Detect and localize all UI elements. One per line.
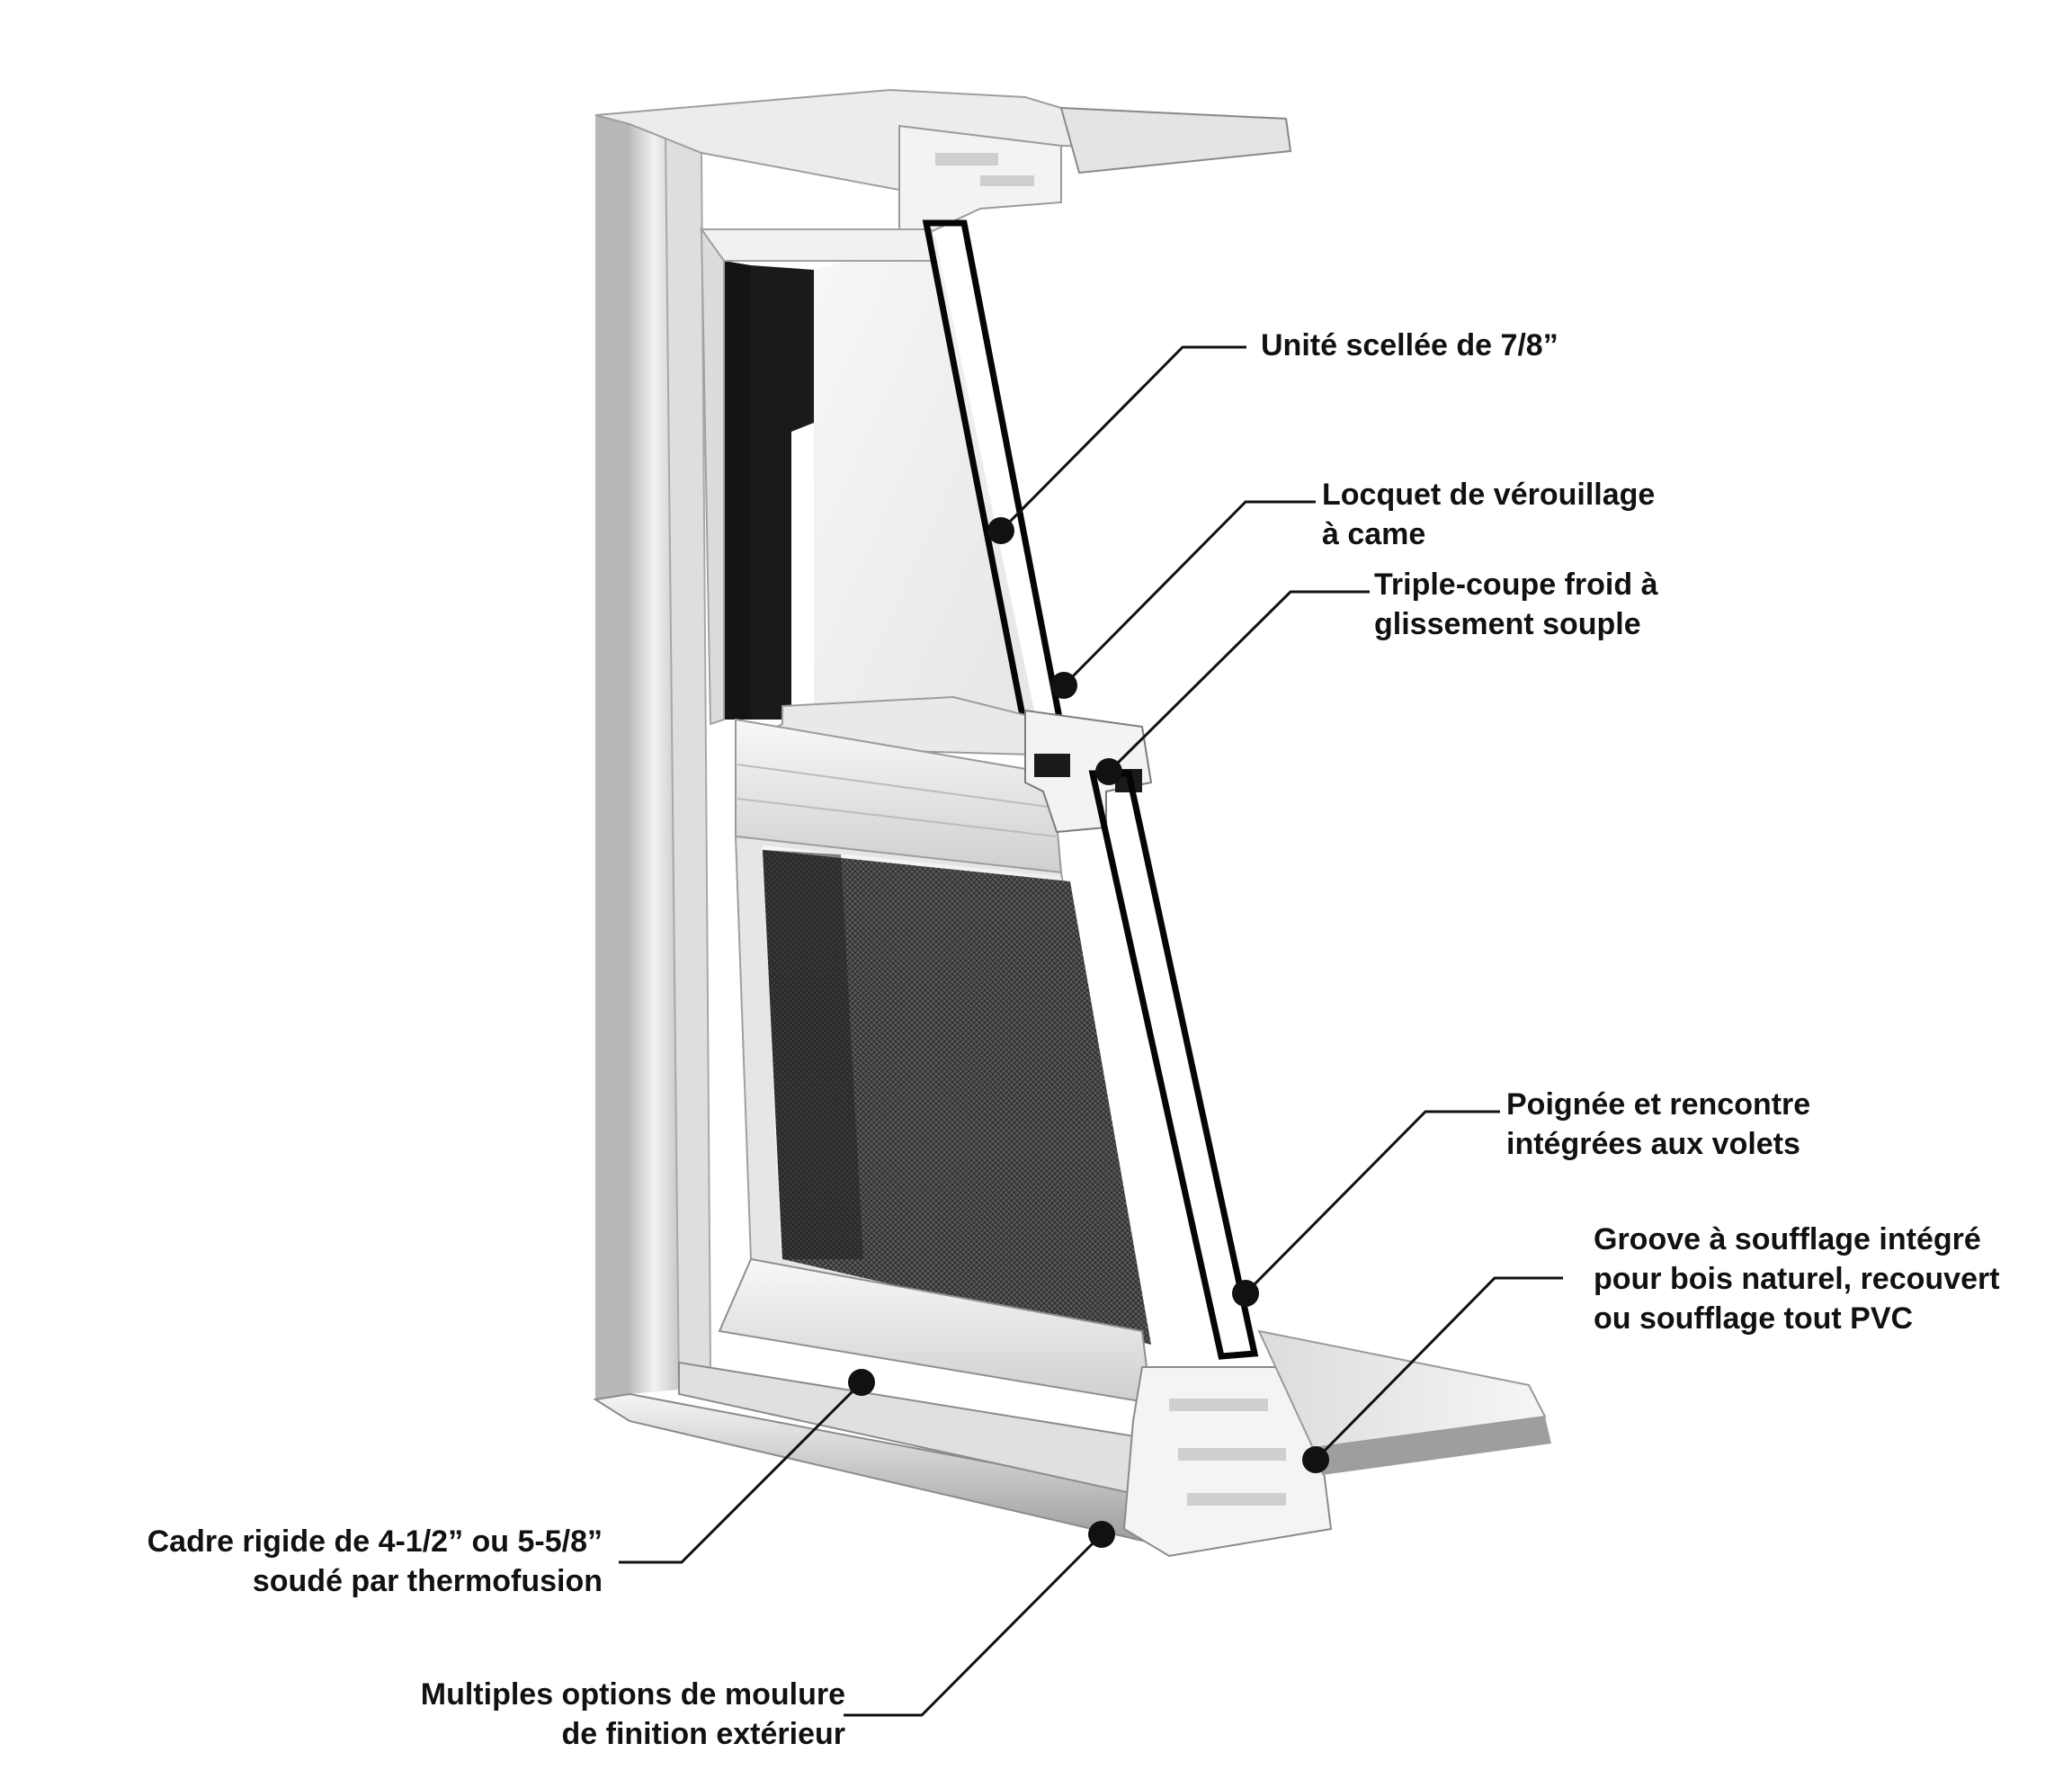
callout-dots — [848, 517, 1329, 1548]
leader-frame — [619, 1381, 863, 1564]
interior-stool-edge — [1313, 1417, 1551, 1475]
left-jamb — [595, 115, 630, 1399]
callout-frame-line2: soudé par thermofusion — [252, 1564, 603, 1598]
callout-cam-lock-line2: à came — [1322, 517, 1426, 551]
callout-cam-lock-line1: Locquet de vérouillage — [1322, 478, 1656, 512]
window-frame — [593, 88, 1551, 1558]
head-shelf — [1059, 106, 1292, 174]
leader-molding — [844, 1533, 1103, 1717]
leader-groove — [1314, 1276, 1563, 1462]
callout-handle-line2: intégrées aux volets — [1506, 1127, 1800, 1161]
head-profile-slot-1 — [935, 153, 998, 165]
cam-lock-body — [1034, 754, 1070, 777]
upper-opening-dark-2 — [751, 265, 814, 720]
dot-cam-lock — [1050, 672, 1077, 699]
callout-frame-line1: Cadre rigide de 4-1/2” ou 5-5/8” — [147, 1524, 603, 1559]
meeting-rail-groove-2 — [737, 798, 1057, 837]
leader-triple-seal — [1107, 590, 1370, 773]
sill-profile-slot-2 — [1178, 1448, 1286, 1461]
callout-triple-seal-line1: Triple-coupe froid à — [1374, 568, 1658, 602]
callout-molding-line2: de finition extérieur — [561, 1717, 846, 1751]
upper-opening-dark — [724, 261, 751, 720]
callout-sealed-unit-line1: Unité scellée de 7/8” — [1261, 328, 1558, 362]
callout-frame: Cadre rigide de 4-1/2” ou 5-5/8” soudé p… — [54, 1522, 603, 1601]
upper-glass — [814, 236, 1034, 720]
leader-handle — [1244, 1110, 1500, 1295]
callout-molding: Multiples options de moulure de finition… — [297, 1675, 845, 1754]
leader-lines — [619, 345, 1563, 1717]
upper-sash-left-stile — [700, 226, 725, 726]
head-profile-slot-2 — [980, 175, 1034, 186]
meeting-rail-groove-1 — [737, 764, 1055, 809]
callout-molding-line1: Multiples options de moulure — [420, 1677, 845, 1712]
callout-groove: Groove à soufflage intégré pour bois nat… — [1594, 1220, 2000, 1338]
callout-handle-line1: Poignée et rencontre — [1506, 1087, 1811, 1122]
dot-molding — [1088, 1521, 1115, 1548]
upper-sash-frame — [700, 228, 937, 262]
callout-triple-seal: Triple-coupe froid à glissement souple — [1374, 565, 1657, 644]
screen-left-shade — [763, 850, 863, 1259]
callout-triple-seal-line2: glissement souple — [1374, 607, 1641, 641]
leader-cam-lock — [1062, 500, 1316, 687]
callout-sealed-unit: Unité scellée de 7/8” — [1261, 326, 1558, 365]
leader-sealed-unit — [999, 345, 1246, 532]
dot-frame — [848, 1369, 875, 1396]
dot-triple-seal — [1095, 758, 1122, 785]
callout-groove-line2: pour bois naturel, recouvert — [1594, 1262, 2000, 1296]
callout-groove-line1: Groove à soufflage intégré — [1594, 1222, 1981, 1256]
callout-handle: Poignée et rencontre intégrées aux volet… — [1506, 1085, 1810, 1164]
callout-groove-line3: ou soufflage tout PVC — [1594, 1301, 1914, 1336]
sill-profile-slot-1 — [1169, 1399, 1268, 1411]
callout-cam-lock: Locquet de vérouillage à came — [1322, 475, 1655, 554]
dot-groove — [1302, 1446, 1329, 1473]
sill-profile-slot-3 — [1187, 1493, 1286, 1506]
dot-handle — [1232, 1280, 1259, 1307]
left-jamb-face — [630, 124, 679, 1394]
dot-sealed-unit — [987, 517, 1014, 544]
